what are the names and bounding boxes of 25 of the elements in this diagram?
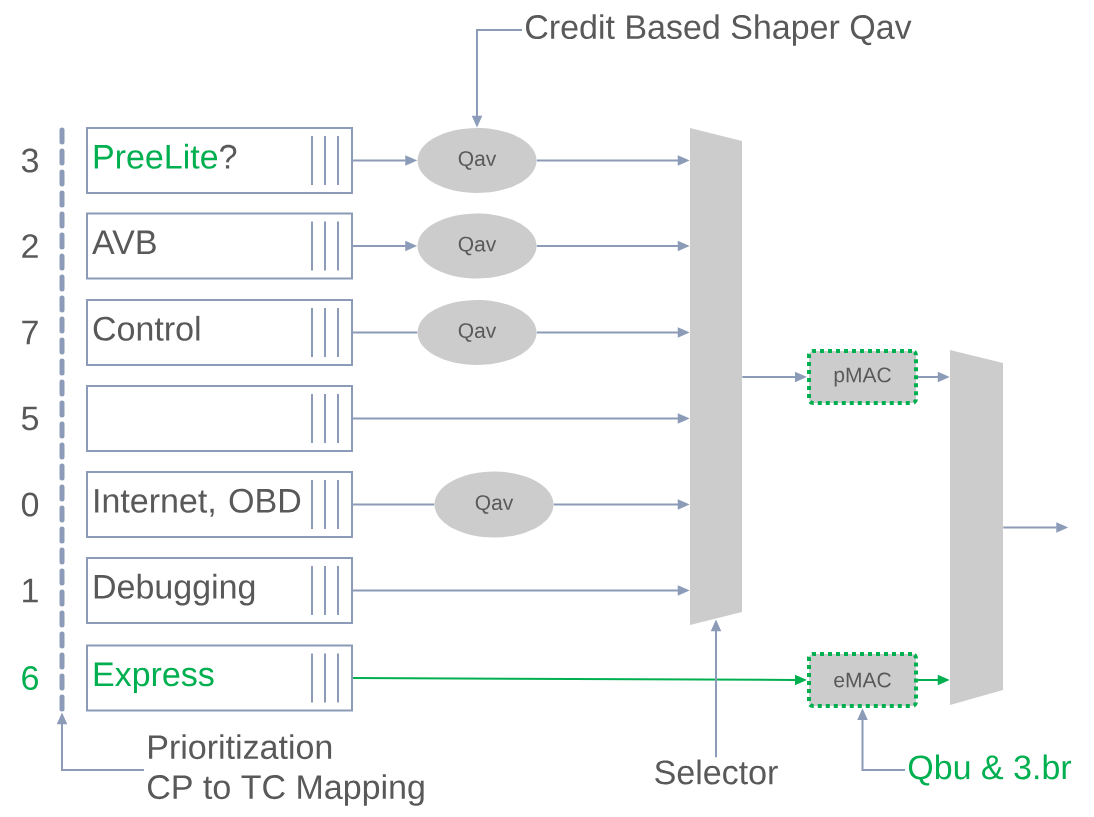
priority-number: 0	[21, 492, 39, 517]
mac-box: pMAC	[807, 349, 918, 405]
dashed-bar	[59, 127, 65, 713]
queue-box: PreeLite?	[86, 127, 353, 194]
multiplexer-shape	[690, 128, 742, 625]
priority-number: 1	[23, 578, 38, 603]
priority-number: 6	[22, 666, 38, 691]
connector-line	[352, 331, 419, 334]
multiplexer-shape	[950, 350, 1003, 705]
queue-box: Control	[86, 299, 353, 366]
priority-number: 7	[22, 320, 38, 345]
connector-line	[352, 503, 436, 506]
mac-box: eMAC	[807, 652, 918, 708]
queue-box: Debugging	[86, 557, 353, 624]
queue-box: AVB	[86, 212, 353, 280]
annotation-text: Qbu & 3.br	[908, 754, 1072, 786]
annotation-text: Prioritization CP to TC Mapping	[148, 734, 424, 806]
priority-number: 5	[21, 406, 39, 431]
priority-number: 3	[21, 148, 38, 173]
annotation-text: Credit Based Shaper Qav	[526, 14, 912, 46]
priority-number: 2	[22, 234, 38, 258]
annotation-text: Selector	[655, 759, 778, 785]
queue-box	[86, 385, 353, 452]
queue-box: Express	[86, 644, 353, 712]
queue-box: Internet, OBD	[86, 471, 353, 538]
